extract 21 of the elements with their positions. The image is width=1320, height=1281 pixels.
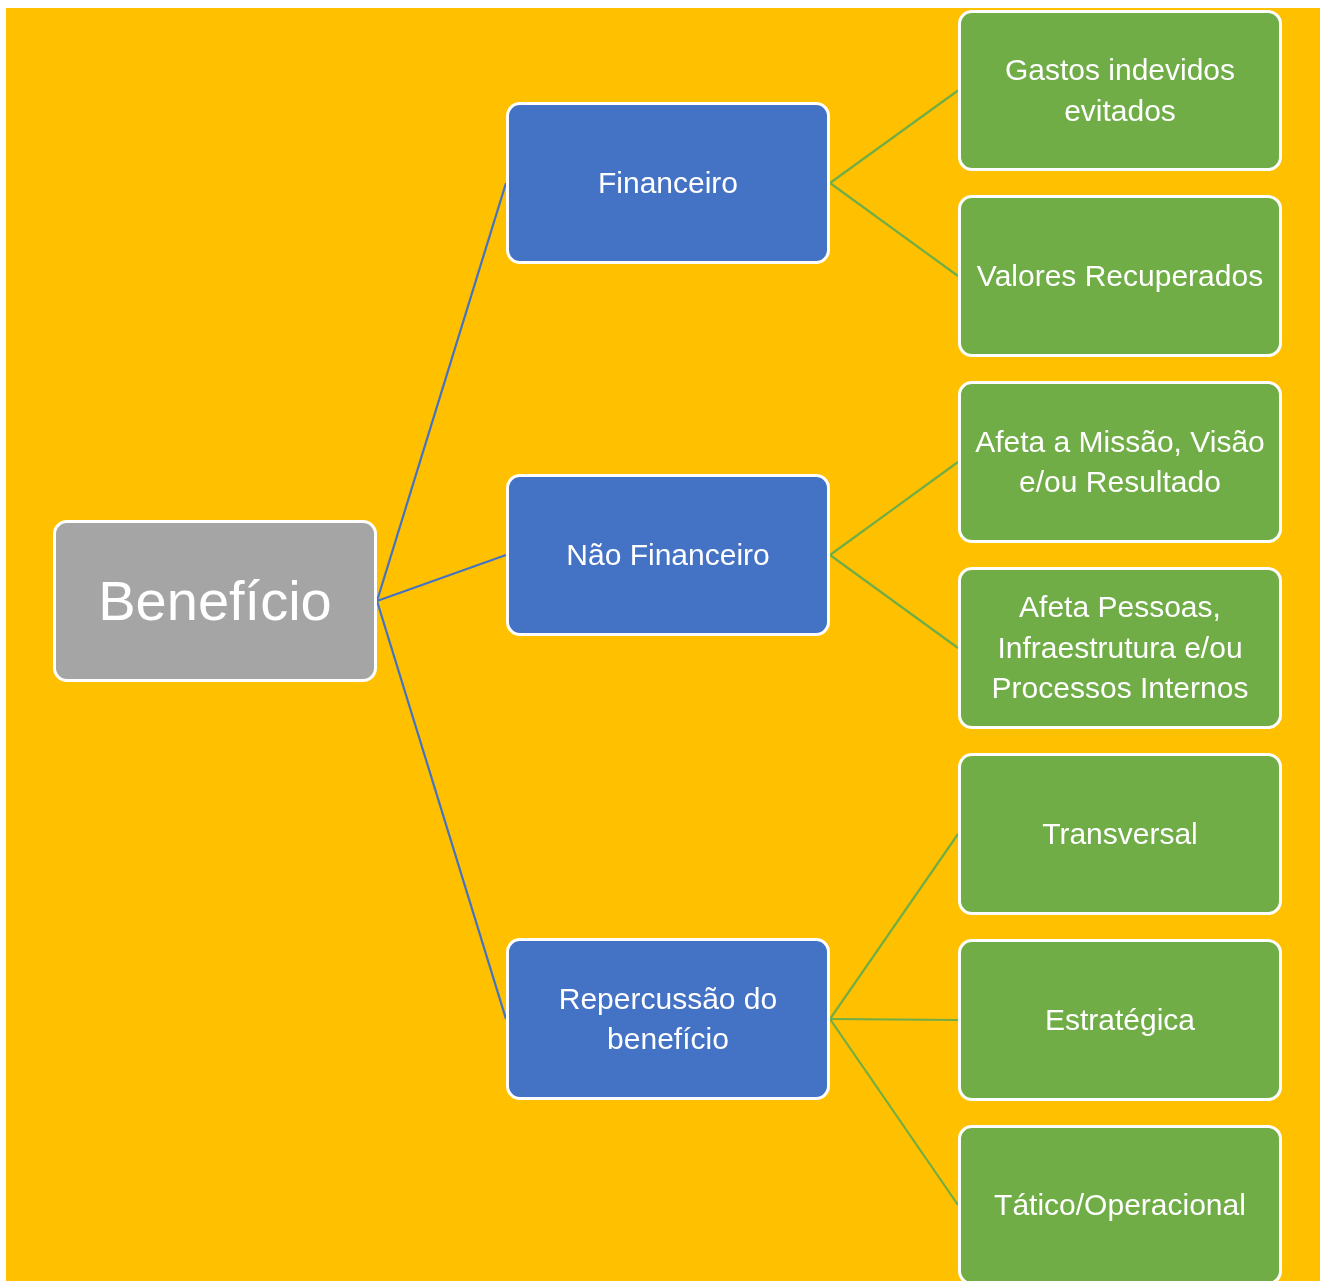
subcategory-box: Afeta a Missão, Visão e/ou Resultado (958, 381, 1282, 543)
connector-line (829, 554, 959, 649)
connector-line (830, 1017, 958, 1022)
connector-line (376, 553, 507, 603)
connector-line (829, 833, 959, 1020)
subcategory-box: Transversal (958, 753, 1282, 915)
connector-line (375, 182, 508, 602)
subcategory-box: Gastos indevidos evitados (958, 10, 1282, 171)
connector-line (829, 461, 959, 556)
subcategory-box: Valores Recuperados (958, 195, 1282, 357)
category-box: Financeiro (506, 102, 830, 264)
connector-line (375, 600, 508, 1020)
connector-line (829, 182, 959, 277)
root-box: Benefício (53, 520, 377, 682)
subcategory-box: Tático/Operacional (958, 1125, 1282, 1281)
connector-line (829, 1018, 959, 1206)
subcategory-box: Estratégica (958, 939, 1282, 1101)
category-box: Repercussão do benefício (506, 938, 830, 1100)
connector-line (829, 89, 959, 184)
subcategory-box: Afeta Pessoas, Infraestrutura e/ou Processos Internos (958, 567, 1282, 729)
category-box: Não Financeiro (506, 474, 830, 636)
